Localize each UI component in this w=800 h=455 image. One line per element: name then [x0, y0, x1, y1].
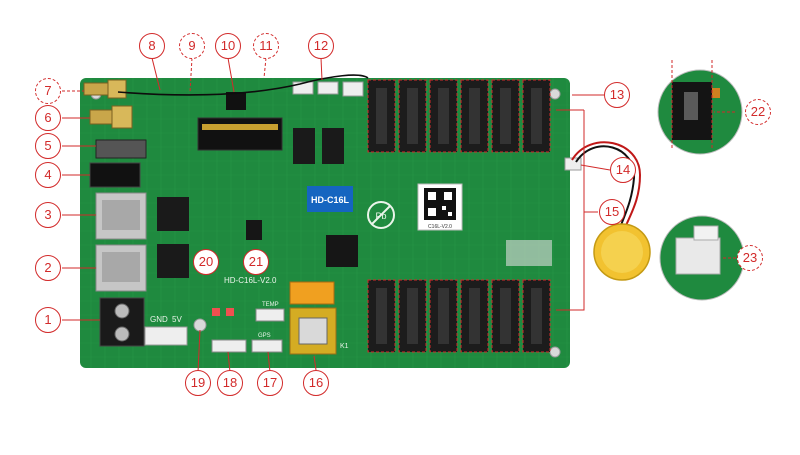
- silk-relay: K1: [340, 343, 349, 350]
- top-header-3: [342, 81, 364, 97]
- ethernet-port-2: [95, 244, 147, 292]
- model-badge-text: HD-C16L: [311, 195, 350, 205]
- callout-11: 11: [253, 33, 279, 59]
- callout-1: 1: [35, 307, 61, 333]
- silk-model: HD-C16L-V2.0: [224, 276, 277, 285]
- antenna-connector-top: [83, 79, 127, 99]
- hub-header-slot: [438, 88, 449, 144]
- silk-5v: 5V: [172, 315, 182, 324]
- phy-chip-2: [157, 244, 189, 278]
- status-led: [226, 308, 234, 316]
- hub-header-slot: [469, 288, 480, 344]
- silk-gnd: GND: [150, 315, 168, 324]
- qr-sticker: [417, 183, 463, 231]
- status-led: [212, 308, 220, 316]
- temp-header: [255, 308, 285, 322]
- module-slot: [197, 117, 283, 151]
- callout-18: 18: [217, 370, 243, 396]
- silk-temp: TEMP: [262, 302, 279, 308]
- hub-header-slot: [531, 88, 542, 144]
- qr-caption: C16L-V2.0: [428, 224, 452, 230]
- white-pin-strip: [506, 240, 552, 266]
- relay: [289, 281, 335, 305]
- phy-chip-1: [157, 197, 189, 231]
- callout-21: 21: [243, 249, 269, 275]
- battery-wire-red: [571, 141, 642, 229]
- callout-2: 2: [35, 255, 61, 281]
- hub-header-slot: [500, 288, 511, 344]
- callout-23: 23: [737, 245, 763, 271]
- callout-4: 4: [35, 162, 61, 188]
- callout-14: 14: [610, 157, 636, 183]
- callout-15: 15: [599, 199, 625, 225]
- processor-chip: [326, 235, 358, 267]
- hub-header-slot: [469, 88, 480, 144]
- inset-detail-23: [659, 215, 745, 301]
- backup-battery-face: [601, 231, 643, 273]
- callout-9: 9: [179, 33, 205, 59]
- mounting-hole: [549, 88, 561, 100]
- hub-header-slot: [376, 288, 387, 344]
- ethernet-port-1: [95, 192, 147, 240]
- hub-header-slot: [500, 88, 511, 144]
- gps-header: [251, 339, 283, 353]
- callout-16: 16: [303, 370, 329, 396]
- hub-header-slot: [407, 88, 418, 144]
- mounting-hole: [193, 318, 207, 332]
- callout-3: 3: [35, 202, 61, 228]
- antenna-connector-bottom: [89, 105, 133, 129]
- callout-leaders: [62, 57, 736, 373]
- module-slot-contacts: [202, 124, 278, 130]
- power-terminal: [99, 297, 145, 347]
- mounting-hole: [549, 346, 561, 358]
- callout-12: 12: [308, 33, 334, 59]
- model-badge: [307, 186, 353, 212]
- rohs-symbol: Pb: [367, 201, 395, 229]
- antenna-wire: [117, 74, 369, 96]
- hub-header-slot: [407, 288, 418, 344]
- callout-5: 5: [35, 133, 61, 159]
- top-header-2: [317, 81, 339, 95]
- silk-gps: GPS: [258, 333, 271, 339]
- chip-u10: [226, 92, 246, 110]
- callout-7: 7: [35, 78, 61, 104]
- callout-20: 20: [193, 249, 219, 275]
- svg-text:Pb: Pb: [375, 211, 386, 221]
- hub-header-row-top: [367, 79, 551, 153]
- callout-13: 13: [604, 82, 630, 108]
- memory-chip-2: [322, 128, 344, 164]
- usb-port: [95, 139, 147, 159]
- callout-19: 19: [185, 370, 211, 396]
- hub-header-slot: [376, 88, 387, 144]
- callout-6: 6: [35, 105, 61, 131]
- flash-chip: [246, 220, 262, 240]
- callout-8: 8: [139, 33, 165, 59]
- audio-jack: [89, 162, 141, 188]
- power-connector-white: [144, 326, 188, 346]
- sensor-header: [211, 339, 247, 353]
- hub-header-row-bottom: [367, 279, 551, 353]
- callout-10: 10: [215, 33, 241, 59]
- inset-detail-22: [657, 69, 743, 155]
- callout-22: 22: [745, 99, 771, 125]
- relay-terminal: [298, 317, 328, 345]
- callout-17: 17: [257, 370, 283, 396]
- hub-header-slot: [531, 288, 542, 344]
- hub-header-slot: [438, 288, 449, 344]
- memory-chip-1: [293, 128, 315, 164]
